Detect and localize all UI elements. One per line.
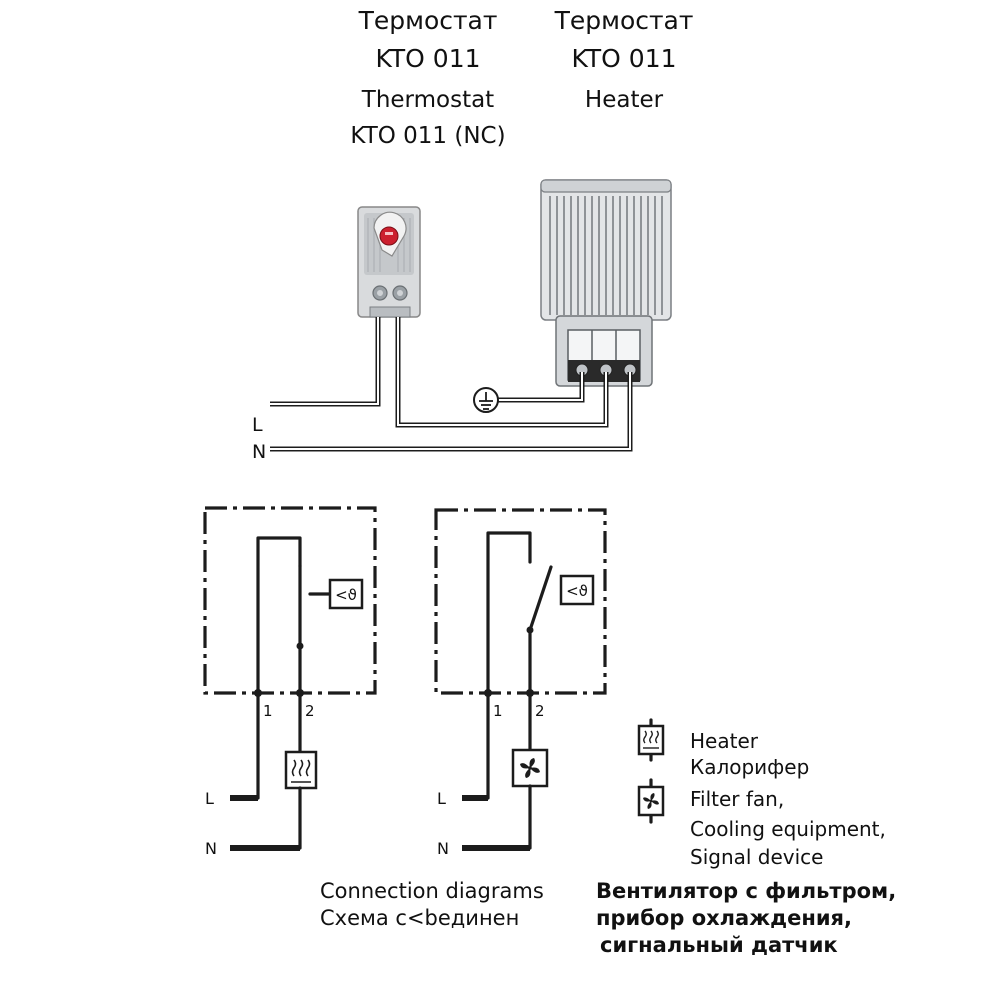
thermostat-device — [357, 206, 421, 318]
legend-heater-ru: Калорифер — [690, 755, 809, 779]
caption-ru: Схема с<bединен — [320, 906, 519, 930]
legend-fan-line2: Cooling equipment, — [690, 817, 886, 841]
fan-line-label: L — [437, 789, 446, 808]
field-wiring: L N — [252, 317, 633, 463]
schematic-fan: <ϑ 1 2 L N — [434, 508, 607, 858]
heater-device — [540, 179, 672, 387]
footer-captions: Connection diagrams Схема с<bединен Вент… — [320, 879, 896, 957]
legend-heater-en: Heater — [690, 729, 759, 753]
wiring-neutral-label: N — [252, 441, 266, 463]
legend-fan-line3: Signal device — [690, 845, 824, 869]
heater-terminal-2: 2 — [305, 702, 315, 720]
heater-model: KTO 011 — [571, 44, 676, 73]
fan-symbol-icon — [520, 758, 540, 778]
fan-sensor-symbol: <ϑ — [566, 582, 588, 600]
legend: Heater Калорифер Filter fan, Cooling equ… — [637, 718, 886, 869]
schematic-heater: <ϑ 1 2 L N — [203, 506, 377, 858]
fan-ru-line1: Вентилятор с фильтром, — [596, 879, 896, 903]
thermostat-title-ru: Термостат — [358, 6, 498, 35]
legend-fan-line1: Filter fan, — [690, 787, 784, 811]
fan-ru-line2: прибор охлаждения, — [596, 906, 852, 930]
fan-terminal-2: 2 — [535, 702, 545, 720]
header-titles: Термостат KTO 011 Thermostat KTO 011 (NC… — [350, 6, 693, 149]
wiring-line-label: L — [252, 414, 263, 436]
fan-neutral-label: N — [437, 839, 449, 858]
thermostat-model-nc: KTO 011 (NC) — [350, 123, 505, 149]
thermostat-dial-icon — [379, 226, 399, 246]
heater-neutral-label: N — [205, 839, 217, 858]
ground-icon — [473, 387, 499, 413]
heater-symbol-icon — [291, 759, 311, 783]
thermostat-title-en: Thermostat — [361, 87, 494, 113]
legend-heater-icon — [643, 730, 659, 749]
heater-terminal-1: 1 — [263, 702, 273, 720]
legend-fan-icon — [643, 793, 659, 809]
thermostat-model: KTO 011 — [375, 44, 480, 73]
heater-title-en: Heater — [585, 87, 664, 113]
thermostat-sensor-box — [328, 578, 364, 610]
heater-line-label: L — [205, 789, 214, 808]
fan-ru-line3: сигнальный датчик — [600, 933, 838, 957]
fan-sensor-box — [559, 574, 595, 606]
legend-heater-box — [637, 724, 665, 756]
fan-terminal-1: 1 — [493, 702, 503, 720]
thermostat-sensor-symbol: <ϑ — [335, 586, 357, 604]
heater-title-ru: Термостат — [554, 6, 694, 35]
caption-en: Connection diagrams — [320, 879, 544, 903]
